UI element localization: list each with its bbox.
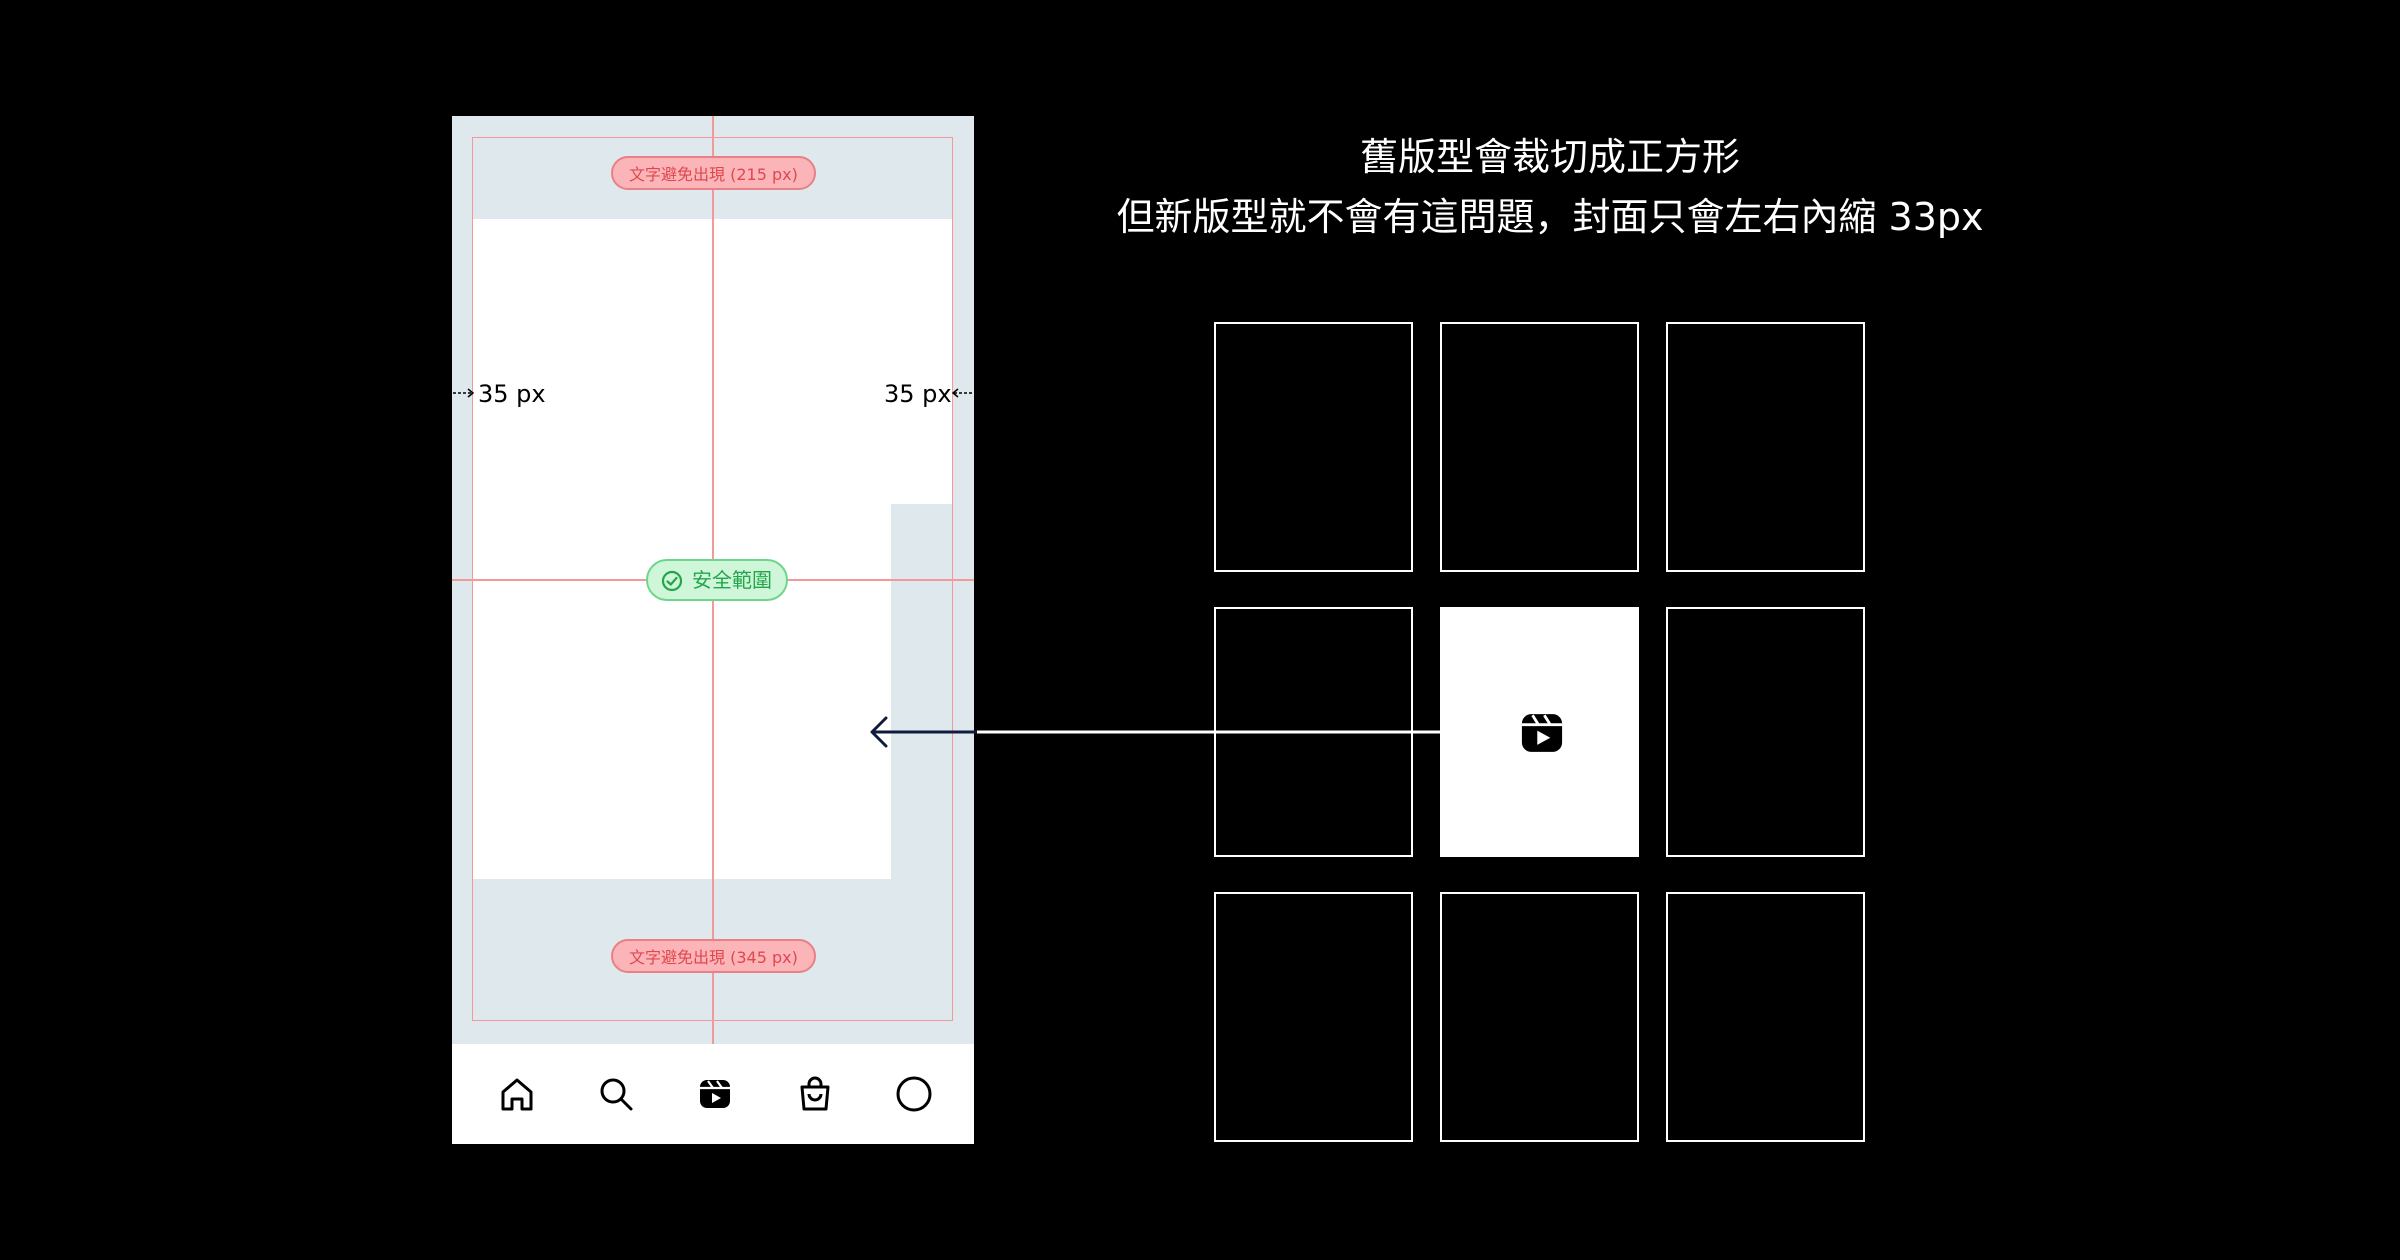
right-ui-overlay (891, 504, 953, 879)
grid-tile[interactable] (1440, 892, 1639, 1142)
heading-line-1: 舊版型會裁切成正方形 (1359, 135, 1740, 179)
shop-icon[interactable] (793, 1072, 837, 1116)
safe-zone-label: 安全範圍 (692, 568, 772, 592)
bottom-avoid-badge: 文字避免出現 (345 px) (611, 939, 816, 973)
safe-zone-badge: 安全範圍 (646, 559, 788, 601)
search-icon[interactable] (594, 1072, 638, 1116)
grid-tile[interactable] (1666, 322, 1865, 572)
top-avoid-badge: 文字避免出現 (215 px) (611, 156, 816, 190)
grid-tile[interactable] (1666, 607, 1865, 857)
connector-arrow (870, 716, 1485, 748)
grid-tile[interactable] (1214, 892, 1413, 1142)
check-circle-icon (661, 570, 683, 592)
profile-icon[interactable] (892, 1072, 936, 1116)
grid-tile[interactable] (1666, 892, 1865, 1142)
grid-tile[interactable] (1214, 322, 1413, 572)
right-margin-label: 35 px (884, 380, 952, 408)
reels-icon (1521, 714, 1563, 752)
reels-icon[interactable] (693, 1072, 737, 1116)
home-icon[interactable] (495, 1072, 539, 1116)
right-margin-arrow-icon (951, 388, 973, 398)
heading-line-2: 但新版型就不會有這問題，封面只會左右內縮 33px (1116, 195, 1984, 239)
left-margin-label: 35 px (478, 380, 546, 408)
grid-tile[interactable] (1440, 322, 1639, 572)
left-margin-arrow-icon (453, 388, 475, 398)
